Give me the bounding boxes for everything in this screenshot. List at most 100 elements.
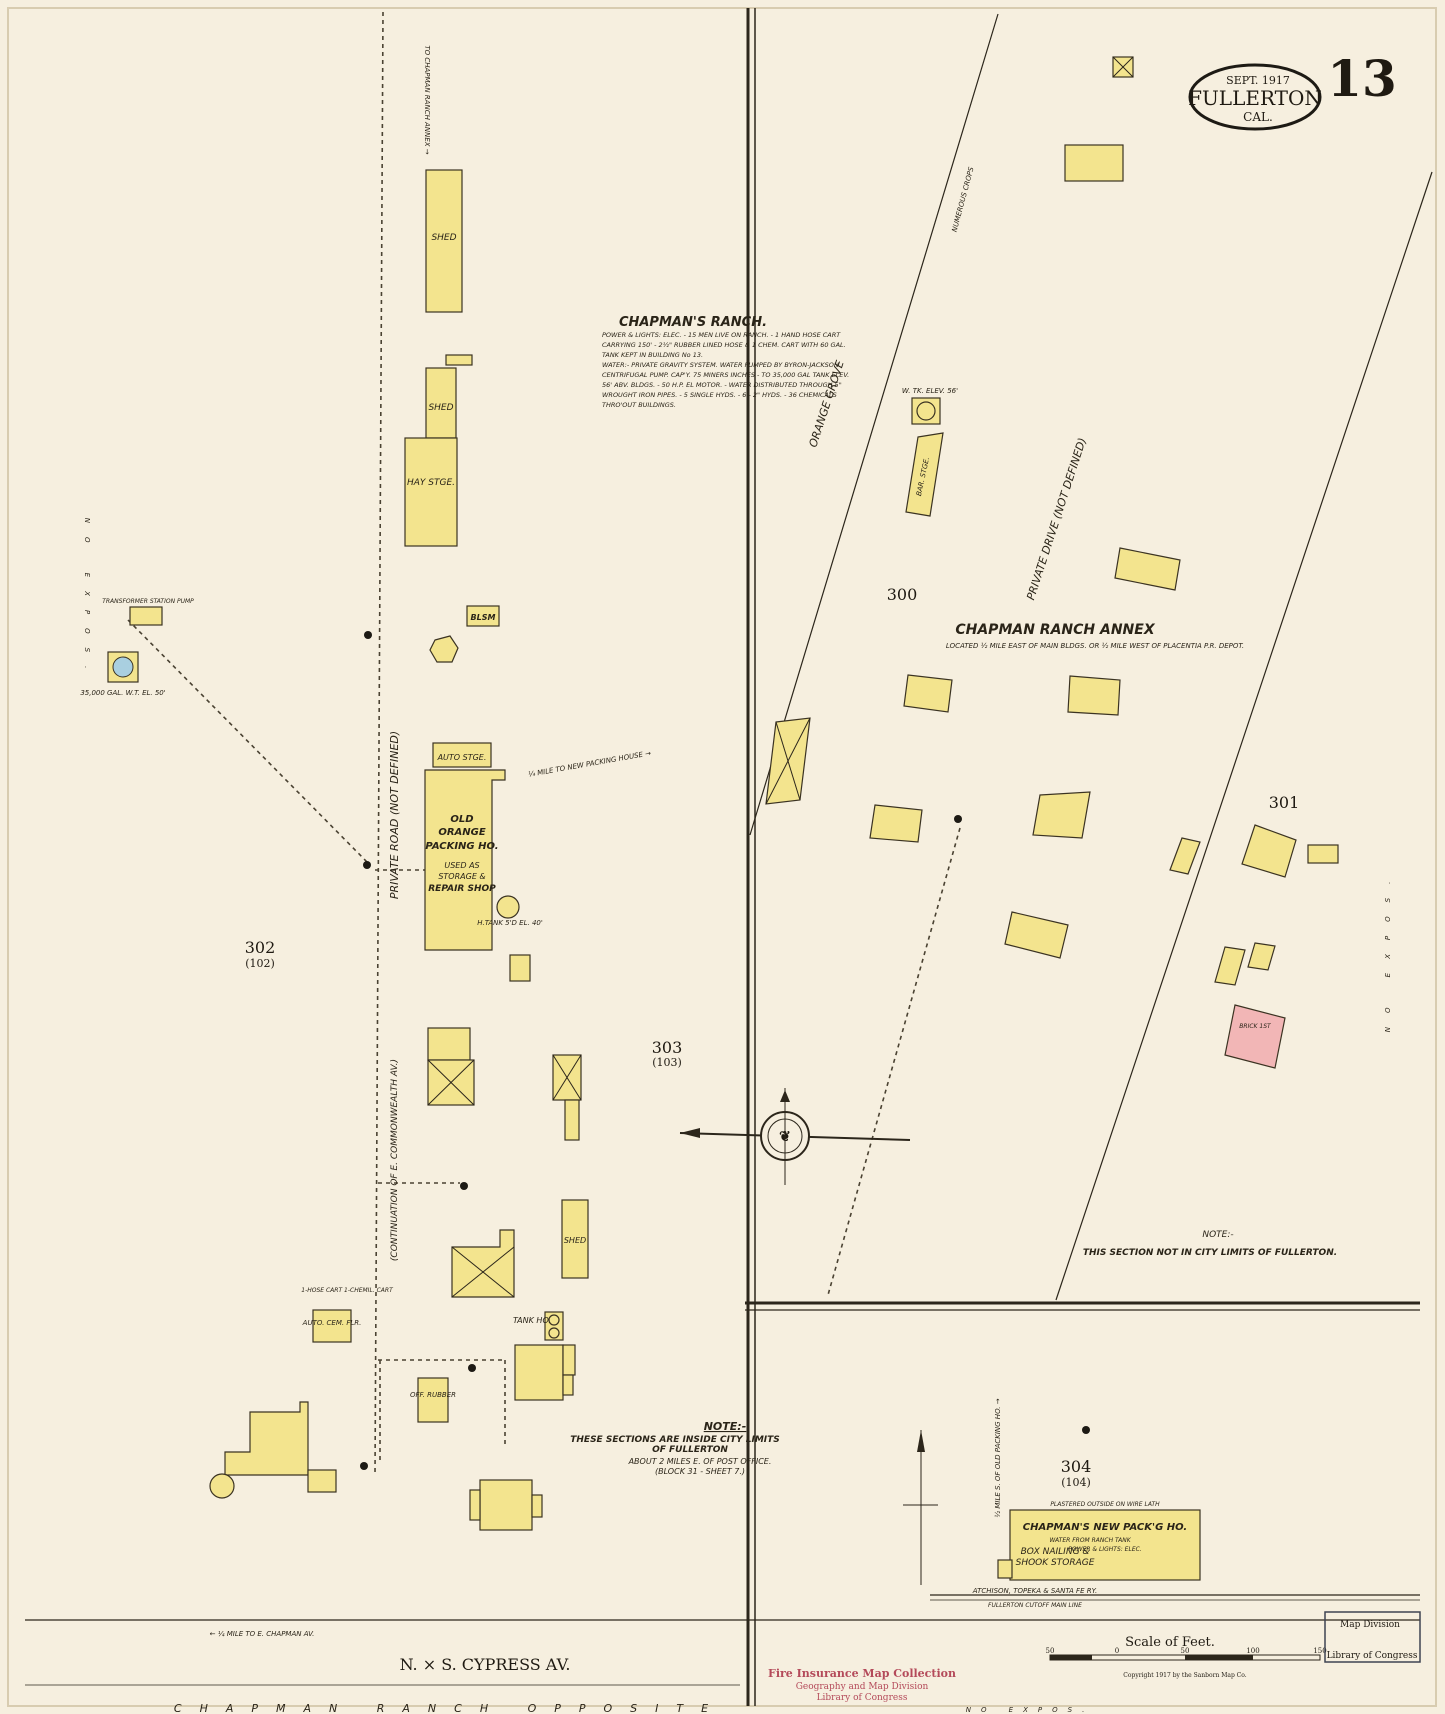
label-hose-cart: 1-HOSE CART 1-CHEMIL. CART — [301, 1287, 394, 1294]
block-304: 304 — [1061, 1457, 1092, 1476]
swp-pipe-diagonal — [127, 619, 368, 863]
building-11-round — [209, 1473, 235, 1499]
water-tank-circle — [496, 895, 520, 919]
building-octagon — [429, 635, 459, 663]
building-3-ext2 — [562, 1374, 574, 1396]
note-in-3: ABOUT 2 MILES E. OF POST OFFICE. — [628, 1457, 772, 1466]
building-31-bar-storage — [905, 432, 944, 517]
building-40 — [1064, 144, 1124, 182]
scale-tick: 100 — [1246, 1647, 1259, 1655]
block-304-sub: (104) — [1061, 1476, 1091, 1489]
stamp-loc: Library of Congress — [1327, 1651, 1418, 1661]
block-300: 300 — [887, 585, 918, 604]
railroad-sub: FULLERTON CUTOFF MAIN LINE — [988, 1602, 1082, 1609]
railroad-name: ATCHISON, TOPEKA & SANTA FE RY. — [972, 1587, 1097, 1595]
building-2 — [479, 1479, 533, 1531]
building-53 — [1114, 547, 1181, 591]
tank-circle — [548, 1314, 560, 1326]
label-old-packing-2: ORANGE — [438, 827, 486, 838]
building-3-ext — [562, 1344, 576, 1376]
building-small-r — [1169, 837, 1201, 875]
ranch-note-line: WATER:- PRIVATE GRAVITY SYSTEM. WATER PU… — [602, 361, 839, 369]
building-old-packing-house — [424, 769, 506, 951]
label-old-packing-use-3: REPAIR SHOP — [428, 884, 496, 894]
hydrant-dot — [468, 1364, 476, 1372]
building-shed-5 — [561, 1199, 589, 1279]
building-new-packing-ext — [997, 1559, 1013, 1579]
label-tank-35000: 35,000 GAL. W.T. EL. 50' — [80, 689, 165, 697]
building-50 — [1004, 911, 1069, 959]
label-tank-note: H.TANK 5'D EL. 40' — [477, 919, 543, 927]
building-10-office — [417, 1377, 449, 1423]
building-60-brick — [1224, 1004, 1286, 1069]
label-tank-ho: TANK HO. — [513, 1316, 551, 1325]
label-old-packing-1: OLD — [450, 814, 473, 825]
building-13-auto — [312, 1309, 352, 1343]
label-old-packing-use-2: STORAGE & — [438, 872, 485, 881]
road-to-annex: TO CHAPMAN RANCH ANNEX → — [423, 45, 431, 154]
scale-tick: 50 — [1046, 1647, 1055, 1655]
block-303: 303 — [652, 1038, 683, 1057]
private-road-dashed — [374, 11, 384, 1476]
building-3 — [514, 1344, 564, 1401]
hydrant-dot — [954, 815, 962, 823]
label-shed-16: SHED — [431, 233, 456, 243]
building-2-ext — [469, 1489, 481, 1521]
building-blacksmith — [466, 605, 500, 627]
copyright: Copyright 1917 by the Sanborn Map Co. — [1123, 1672, 1247, 1679]
note-in-4: (BLOCK 31 - SHEET 7.) — [655, 1467, 745, 1476]
no-exposure-bottom: NO EXPOS. — [966, 1706, 1095, 1714]
ranch-note-line: THRO'OUT BUILDINGS. — [602, 401, 676, 409]
cartouche-state: CAL. — [1243, 110, 1273, 124]
building-small-r3 — [1247, 942, 1276, 971]
label-shed-hay: SHED — [428, 403, 453, 413]
cross-line — [1112, 56, 1134, 78]
label-w-tk: W. TK. ELEV. 56' — [902, 387, 958, 395]
stamp-line-1: Fire Insurance Map Collection — [768, 1667, 956, 1680]
cross-line — [765, 717, 811, 805]
building-transformer — [129, 606, 163, 626]
hydrant-dot — [1082, 1426, 1090, 1434]
street-cypress: N. × S. CYPRESS AV. — [400, 1655, 571, 1674]
map-division-stamp: Map Division Library of Congress — [1324, 1611, 1421, 1663]
cross-line — [552, 1054, 582, 1101]
hydrant-dot — [360, 1462, 368, 1470]
building-auto-storage — [432, 742, 492, 768]
ranch-note-line: WROUGHT IRON PIPES. - 5 SINGLE HYDS. - 6… — [602, 391, 837, 399]
no-exposure-left: NO EXPOS. — [83, 518, 91, 683]
building-32 — [869, 804, 923, 843]
label-new-packing-4: SHOOK STORAGE — [1016, 1558, 1095, 1568]
label-auto-stge: AUTO STGE. — [437, 753, 487, 762]
sheet-number: 13 — [1327, 49, 1397, 108]
label-new-packing-2: POWER & LIGHTS: ELEC. — [1068, 1546, 1142, 1553]
hydrant-dot — [460, 1182, 468, 1190]
label-new-packing: CHAPMAN'S NEW PACK'G HO. — [1023, 1522, 1187, 1533]
annex-title: CHAPMAN RANCH ANNEX — [955, 622, 1155, 638]
building-small-2 — [509, 954, 531, 982]
block-301: 301 — [1269, 793, 1300, 812]
scale-bar: 50 0 50 100 150 — [1046, 1647, 1327, 1661]
label-hay-stge: HAY STGE. — [407, 478, 455, 488]
building-6-ext — [564, 1099, 580, 1141]
building-11-ext — [307, 1469, 337, 1493]
tank-circle — [548, 1327, 560, 1339]
building-7-top — [427, 1027, 471, 1061]
road-old-packing: ½ MILE S. OF OLD PACKING HO. → — [994, 1398, 1002, 1517]
building-62 — [1241, 824, 1297, 878]
note-out-title: NOTE:- — [1202, 1230, 1233, 1240]
street-to-chapman: ← ¼ MILE TO E. CHAPMAN AV. — [210, 1630, 315, 1638]
cartouche-city: FULLERTON — [1188, 86, 1322, 110]
building-2-ext2 — [531, 1494, 543, 1518]
scale-tick: 0 — [1115, 1647, 1119, 1655]
building-new-packing-house — [1009, 1509, 1201, 1581]
ranch-title: CHAPMAN'S RANCH. — [619, 315, 767, 330]
scale-label: Scale of Feet. — [1125, 1635, 1215, 1650]
label-new-packing-1: WATER FROM RANCH TANK — [1049, 1537, 1131, 1544]
note-in-2: OF FULLERTON — [652, 1445, 728, 1455]
note-in-title: NOTE:- — [704, 1420, 747, 1433]
label-blsm: BLSM — [471, 613, 496, 622]
building-small-r2 — [1307, 844, 1339, 864]
north-arrow — [903, 1430, 938, 1585]
